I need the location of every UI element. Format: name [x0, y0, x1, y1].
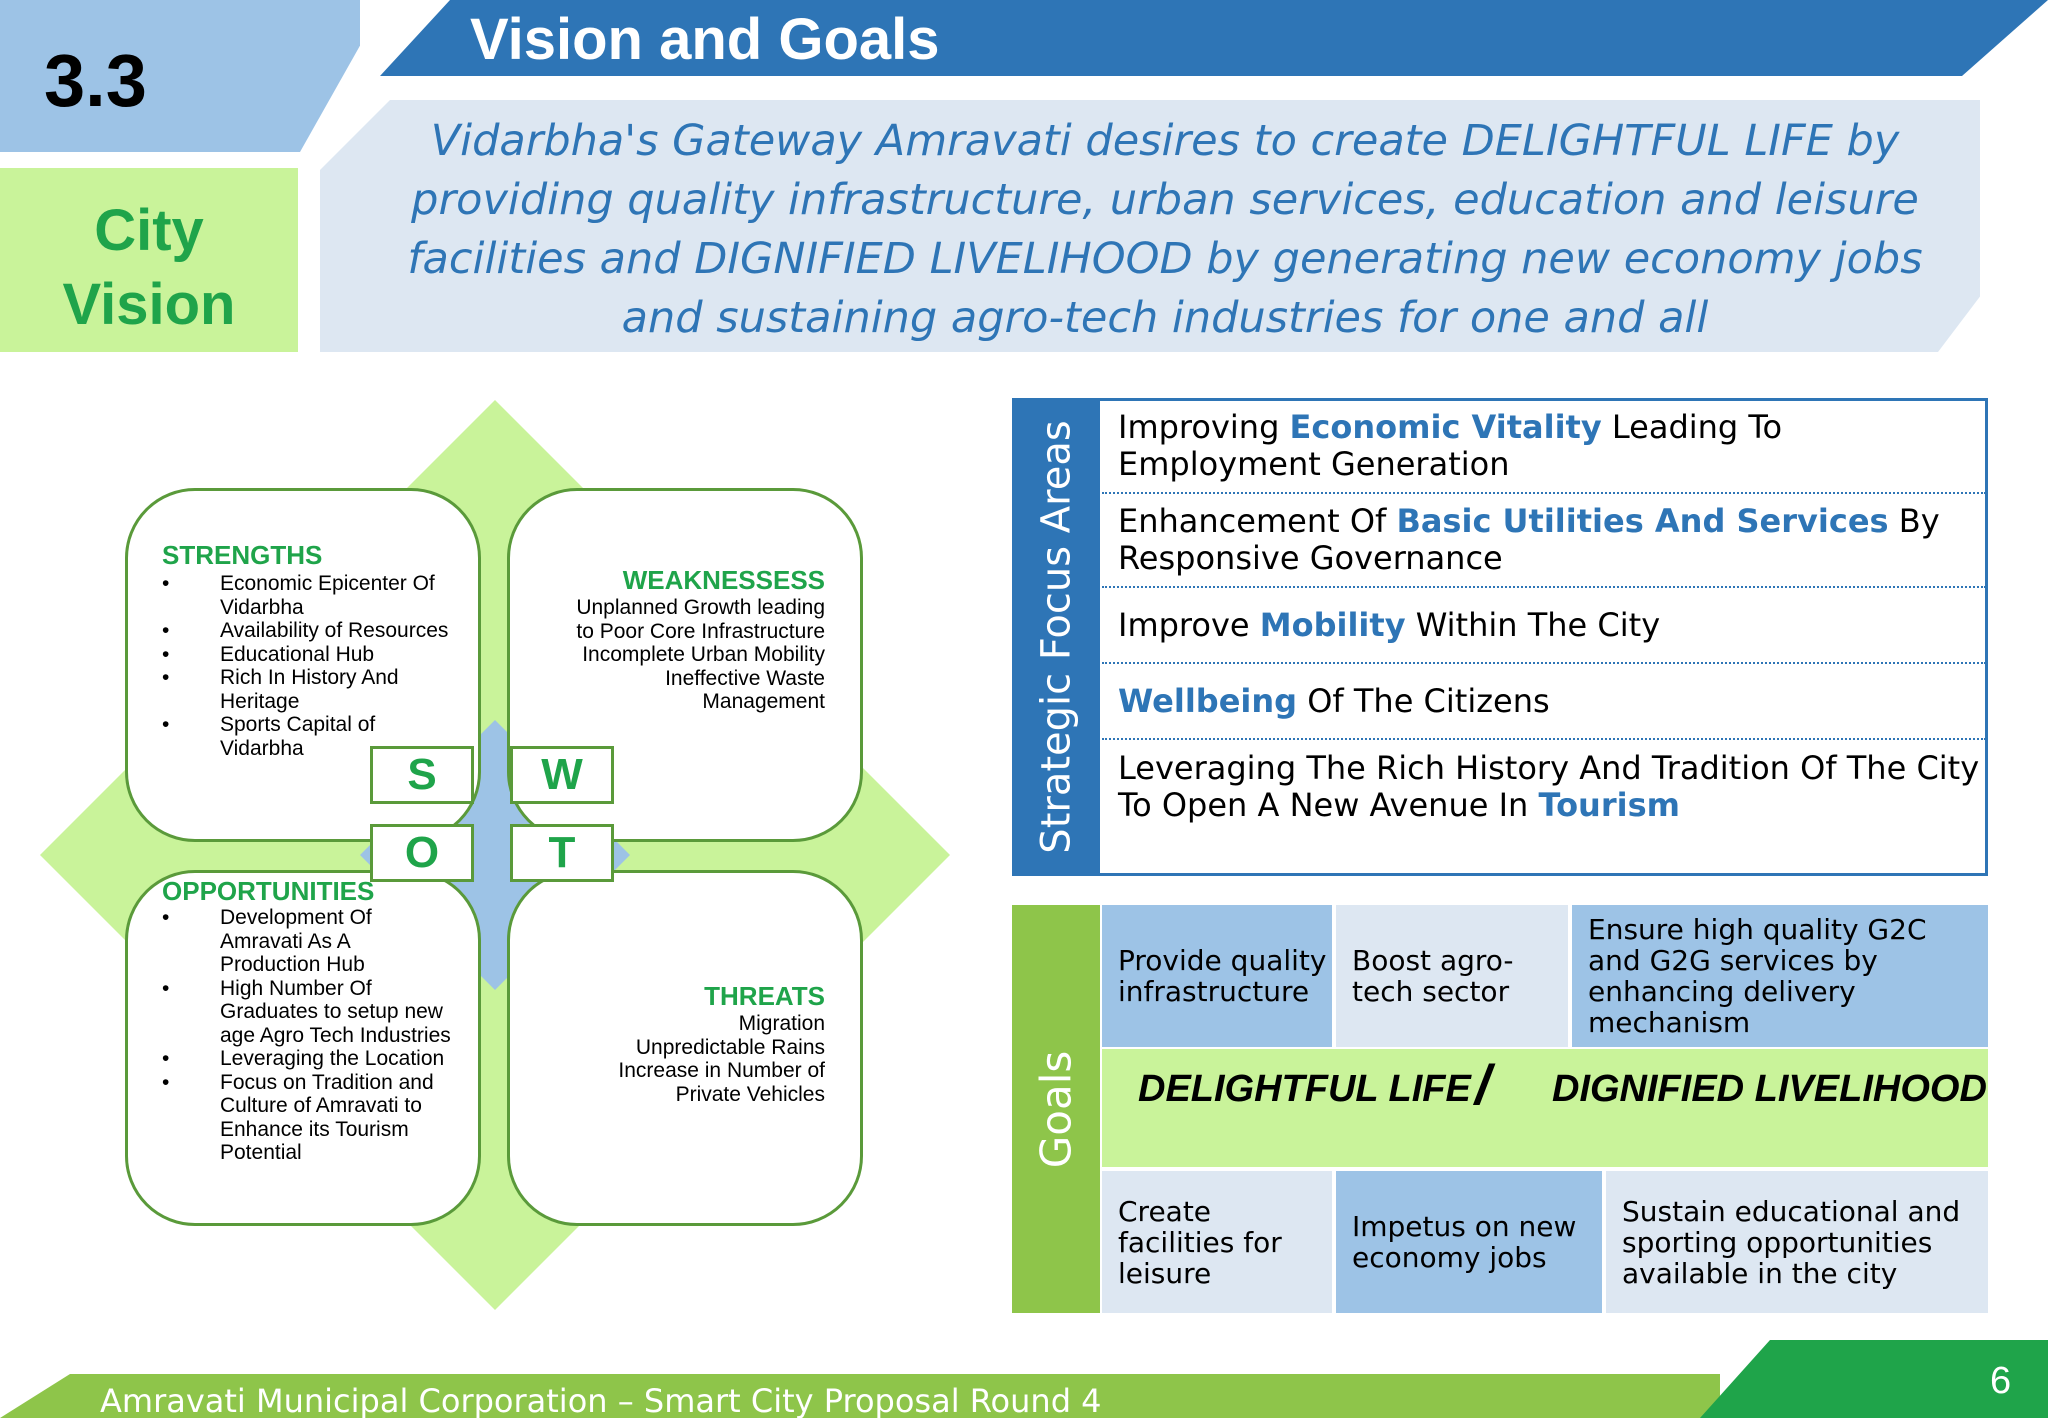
- focus-area-text: Improving: [1118, 408, 1290, 446]
- dignified-livelihood-label: DIGNIFIED LIVELIHOOD: [1552, 1068, 1987, 1110]
- goal-text: Boost agro-tech sector: [1352, 944, 1514, 1008]
- weaknesses-heading: WEAKNESSESS: [622, 565, 825, 595]
- weaknesses-list: Unplanned Growth leading to Poor Core In…: [560, 596, 825, 714]
- footer-bar: [0, 1374, 1720, 1418]
- goals-sidebar: [1012, 905, 1100, 1313]
- focus-area-text: By Responsive Governance: [1118, 502, 1940, 577]
- list-item: Unpredictable Rains: [635, 1035, 825, 1059]
- goal-text: Sustain educational and sporting opportu…: [1622, 1194, 1961, 1290]
- focus-area-highlight: Mobility: [1259, 605, 1406, 644]
- goals-label-text: Goals: [1031, 1050, 1081, 1168]
- swot-letter-s: S: [370, 746, 474, 804]
- goal-cell: Impetus on new economy jobs: [1336, 1171, 1602, 1313]
- page-title: Vision and Goals: [470, 7, 940, 72]
- focus-area-text: Leveraging The Rich History And Traditio…: [1118, 749, 1980, 824]
- focus-area-row: Leveraging The Rich History And Traditio…: [1102, 740, 1986, 834]
- list-item: Unplanned Growth leading to Poor Core In…: [576, 596, 825, 643]
- list-item: Increase in Number of Private Vehicles: [618, 1059, 825, 1106]
- opportunities-list: Development Of Amravati As A Production …: [162, 906, 452, 1165]
- threats-list: Migration Unpredictable Rains Increase i…: [560, 1012, 825, 1106]
- strengths-list: Economic Epicenter Of Vidarbha Availabil…: [162, 572, 452, 760]
- focus-area-text: Of The Citizens: [1297, 681, 1550, 720]
- footer-text: Amravati Municipal Corporation – Smart C…: [100, 1382, 1102, 1420]
- goal-cell: Create facilities for leisure: [1102, 1171, 1332, 1313]
- list-item: Leveraging the Location: [162, 1047, 452, 1071]
- focus-area-row: Enhancement Of Basic Utilities And Servi…: [1102, 494, 1986, 588]
- focus-area-highlight: Tourism: [1538, 786, 1680, 824]
- focus-areas-label: Strategic Focus Areas: [1014, 400, 1100, 874]
- swot-letter-t: T: [510, 824, 614, 882]
- list-item: High Number Of Graduates to setup new ag…: [162, 977, 452, 1048]
- vision-statement-box: [320, 100, 1980, 352]
- focus-areas-sidebar: [1014, 400, 1100, 874]
- list-item: Educational Hub: [162, 643, 452, 667]
- goal-text: Create facilities for leisure: [1118, 1194, 1282, 1290]
- delightful-life-label: DELIGHTFUL LIFE: [1138, 1068, 1471, 1110]
- focus-area-row: Improving Economic Vitality Leading To E…: [1102, 400, 1986, 494]
- focus-area-text: Within The City: [1405, 605, 1661, 644]
- focus-area-highlight: Basic Utilities And Services: [1396, 502, 1889, 540]
- list-item: Ineffective Waste Management: [665, 666, 825, 714]
- focus-area-highlight: Wellbeing: [1118, 681, 1298, 720]
- goals-theme-band: [1102, 1049, 1988, 1167]
- focus-area-row: Wellbeing Of The Citizens: [1102, 664, 1986, 740]
- city-vision-label: City Vision: [0, 194, 298, 342]
- goals-label: Goals: [1012, 905, 1100, 1313]
- focus-area-text: Leading To Employment Generation: [1118, 408, 1783, 483]
- swot-letter-o: O: [370, 824, 474, 882]
- list-item: Economic Epicenter Of Vidarbha: [162, 572, 452, 619]
- section-number-box: [0, 0, 360, 152]
- goal-text: Ensure high quality G2C and G2G services…: [1588, 913, 1927, 1039]
- focus-area-text: Improve: [1118, 605, 1260, 644]
- opportunities-heading: OPPORTUNITIES: [162, 876, 375, 906]
- section-number: 3.3: [44, 39, 147, 122]
- theme-separator: /: [1475, 1053, 1491, 1116]
- list-item: Availability of Resources: [162, 619, 452, 643]
- list-item: Migration: [738, 1012, 825, 1035]
- city-vision-label-box: [0, 168, 298, 352]
- focus-area-text: Enhancement Of: [1118, 502, 1397, 540]
- list-item: Incomplete Urban Mobility: [582, 643, 825, 666]
- goal-text: Impetus on new economy jobs: [1352, 1210, 1577, 1274]
- city-vision-label-line2: Vision: [62, 272, 236, 337]
- focus-areas-panel: [1012, 398, 1988, 876]
- goal-cell: Sustain educational and sporting opportu…: [1606, 1171, 1988, 1313]
- title-banner: [380, 0, 2048, 76]
- focus-area-row: Improve Mobility Within The City: [1102, 588, 1986, 664]
- page-number: 6: [1990, 1360, 2012, 1402]
- swot-threats-card: [507, 870, 863, 1226]
- focus-area-highlight: Economic Vitality: [1289, 408, 1602, 446]
- strengths-heading: STRENGTHS: [162, 540, 323, 570]
- focus-areas-label-text: Strategic Focus Areas: [1034, 420, 1081, 854]
- list-item: Sports Capital of Vidarbha: [162, 713, 452, 760]
- swot-letter-w: W: [510, 746, 614, 804]
- list-item: Rich In History And Heritage: [162, 666, 452, 713]
- list-item: Focus on Tradition and Culture of Amrava…: [162, 1071, 452, 1165]
- threats-heading: THREATS: [704, 981, 825, 1011]
- goal-cell: Ensure high quality G2C and G2G services…: [1572, 905, 1988, 1047]
- vision-statement: Vidarbha's Gateway Amravati desires to c…: [407, 116, 1923, 343]
- goal-text: Provide quality infrastructure: [1118, 944, 1327, 1008]
- list-item: Development Of Amravati As A Production …: [162, 906, 452, 977]
- goal-cell: Provide quality infrastructure: [1102, 905, 1332, 1047]
- city-vision-label-line1: City: [94, 198, 204, 263]
- goal-cell: Boost agro-tech sector: [1336, 905, 1568, 1047]
